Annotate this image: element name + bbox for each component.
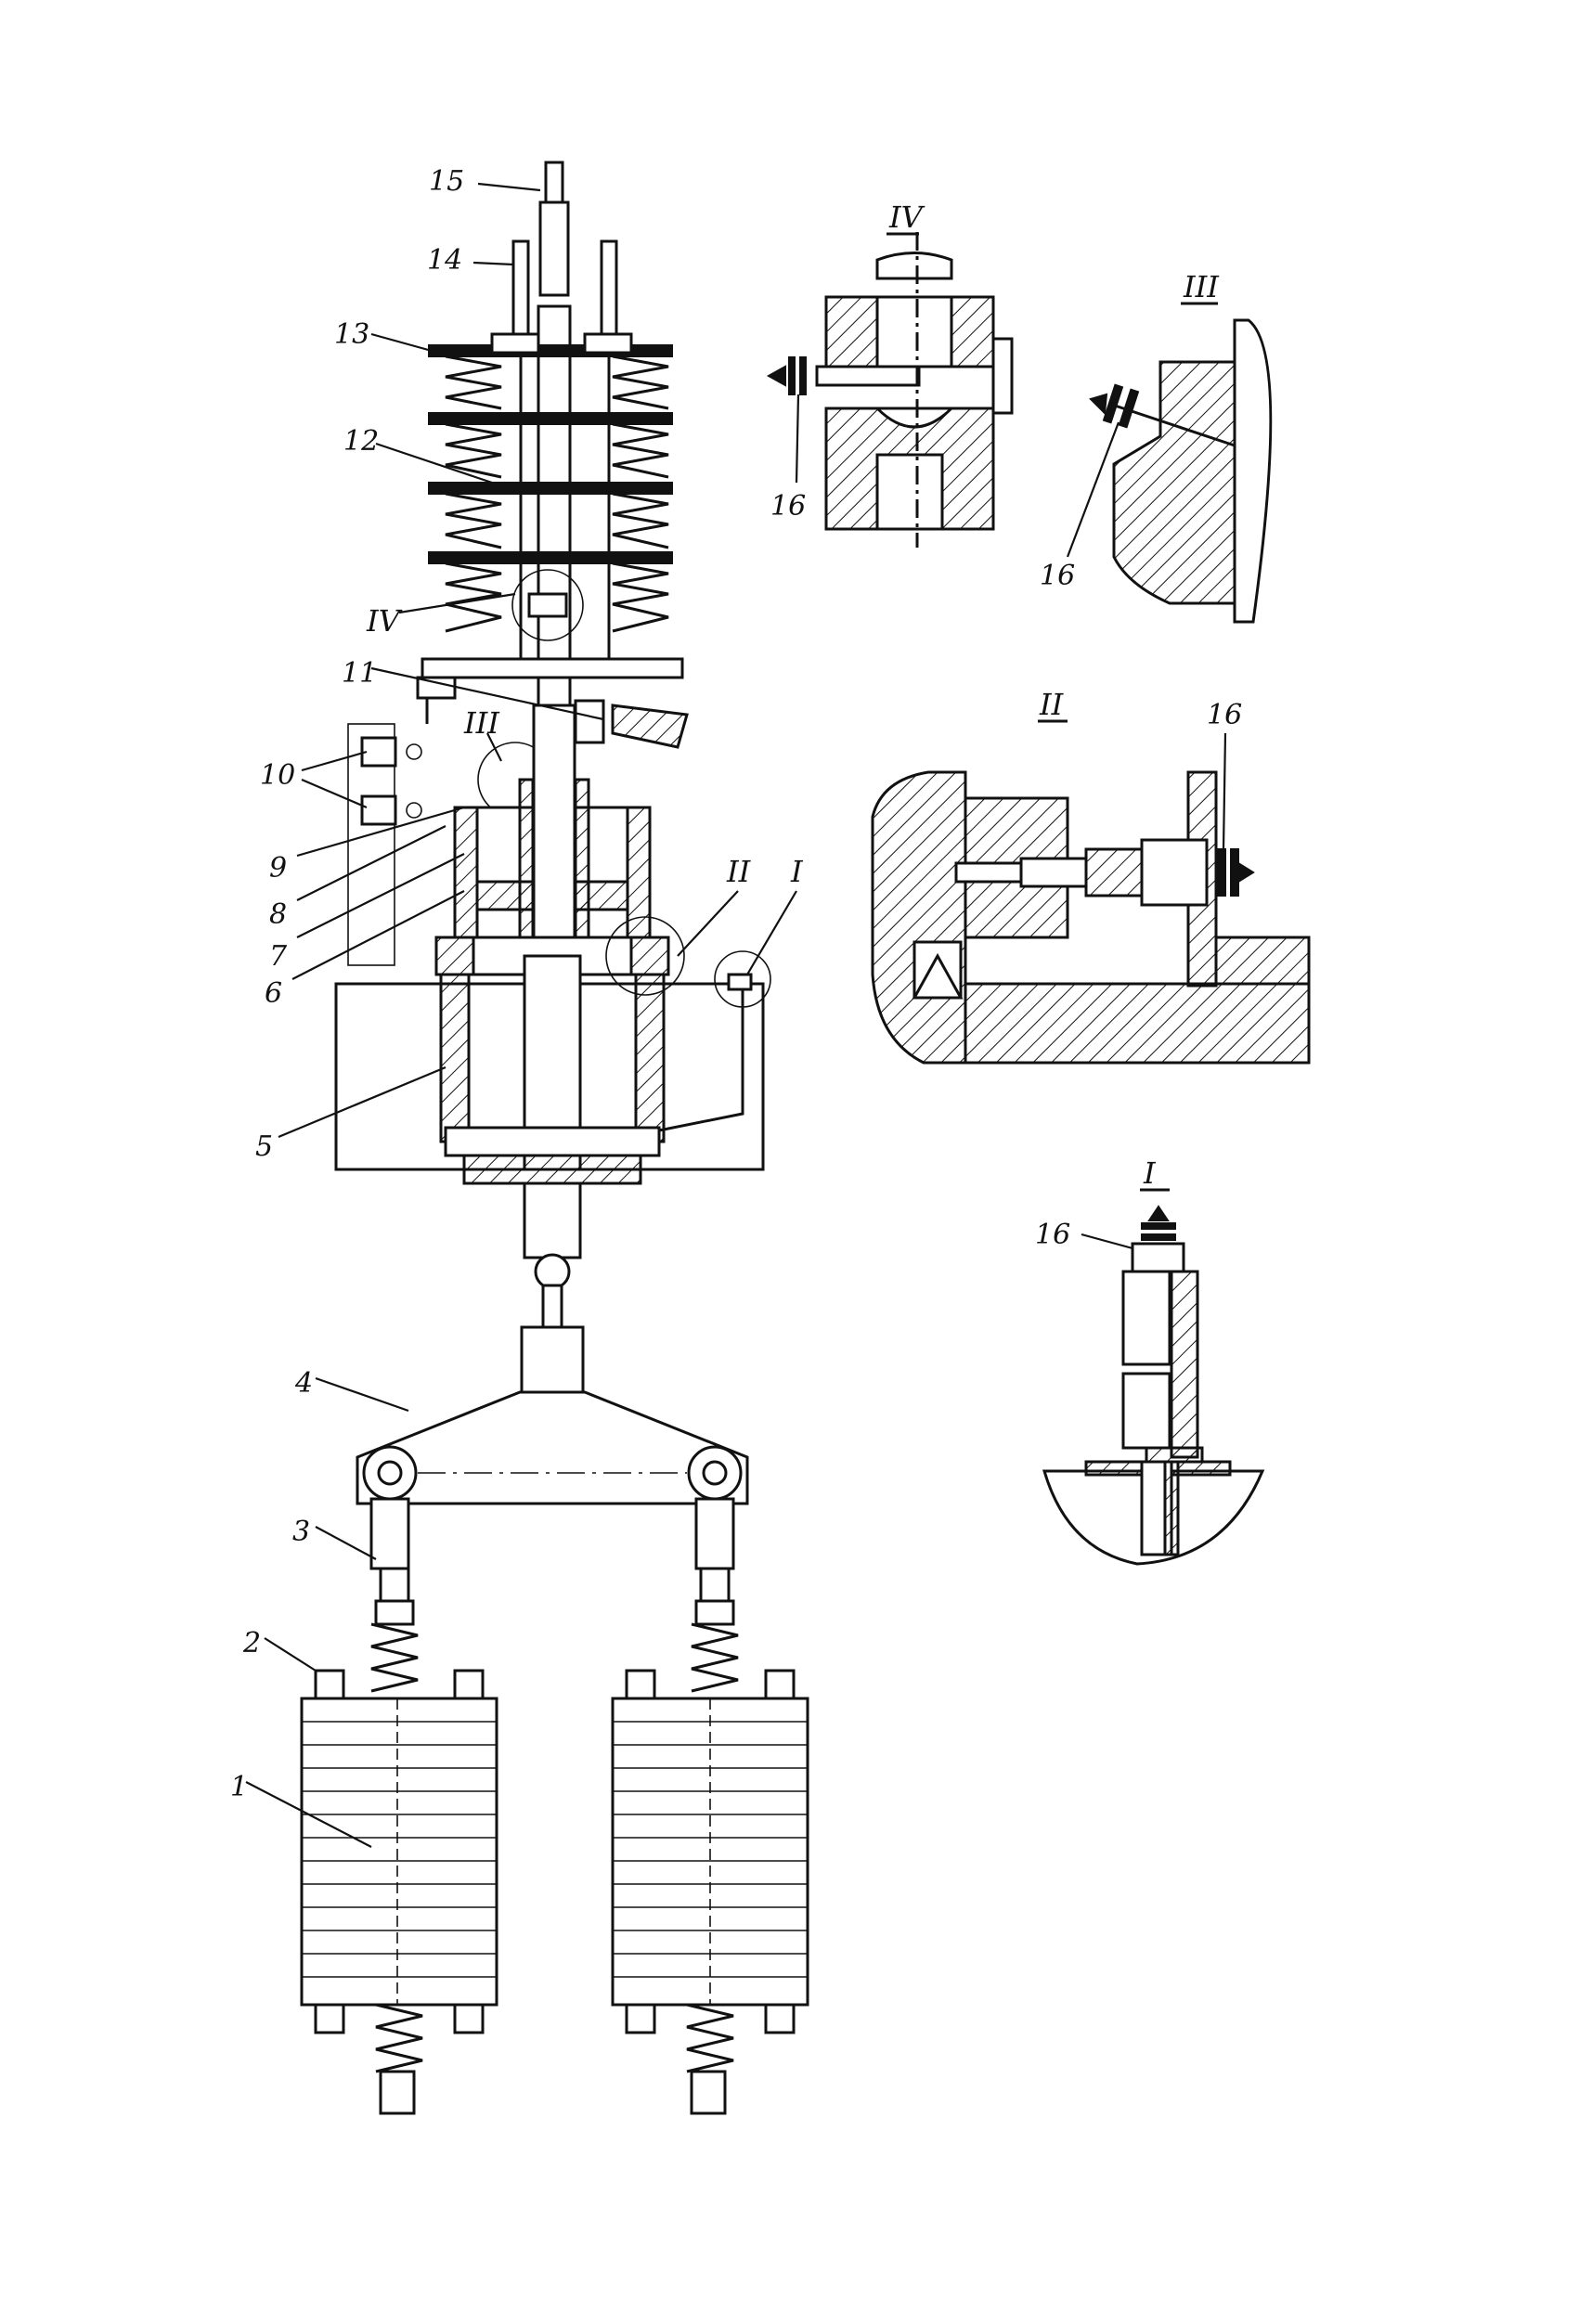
label-14: 14 [427, 244, 462, 277]
lower-bracket [416, 657, 689, 749]
label-15: 15 [429, 165, 464, 198]
label-4: 4 [294, 1367, 313, 1400]
right-weight-stack [611, 1567, 809, 2115]
top-rods [511, 161, 618, 717]
detail-i-title: I [1143, 1156, 1157, 1191]
label-8: 8 [269, 898, 287, 931]
detail-iv-part: 16 [770, 490, 806, 523]
spring-plates [428, 332, 673, 564]
label-2: 2 [242, 1627, 261, 1659]
detail-ii: II 16 [871, 687, 1311, 1065]
label-iii: III [463, 705, 500, 741]
label-13: 13 [334, 318, 369, 351]
label-iv: IV [366, 603, 403, 639]
callouts: 15 14 13 12 IV 11 III 10 9 8 7 6 5 II I … [230, 165, 804, 1803]
detail-iv: IV 16 [766, 200, 1014, 548]
label-5: 5 [255, 1130, 273, 1163]
label-11: 11 [342, 657, 377, 690]
detail-iv-title: IV [888, 200, 925, 235]
label-6: 6 [265, 977, 282, 1010]
label-1: 1 [230, 1771, 248, 1803]
left-weight-stack [300, 1567, 498, 2115]
upper-cylinder [453, 704, 652, 949]
label-7: 7 [269, 940, 288, 973]
label-10: 10 [260, 759, 295, 792]
springs [445, 355, 669, 633]
detail-i: I 16 [1035, 1156, 1265, 1566]
detail-ii-title: II [1039, 687, 1065, 722]
lever [356, 1390, 749, 1570]
gauge-boxes [347, 723, 422, 966]
detail-iii: III 16 [1040, 269, 1273, 624]
label-12: 12 [343, 425, 379, 458]
detail-ii-part: 16 [1207, 699, 1242, 731]
detail-circle-iv [511, 569, 584, 641]
label-3: 3 [292, 1516, 310, 1548]
detail-i-part: 16 [1035, 1219, 1070, 1251]
detail-iii-part: 16 [1040, 560, 1075, 592]
main-housing [334, 916, 771, 1185]
label-i: I [790, 854, 804, 889]
main-assembly: 15 14 13 12 IV 11 III 10 9 8 7 6 5 II I … [230, 161, 809, 2115]
label-ii: II [726, 854, 752, 889]
detail-iii-title: III [1183, 269, 1220, 304]
label-9: 9 [269, 852, 287, 884]
leader-lines [245, 182, 797, 1848]
